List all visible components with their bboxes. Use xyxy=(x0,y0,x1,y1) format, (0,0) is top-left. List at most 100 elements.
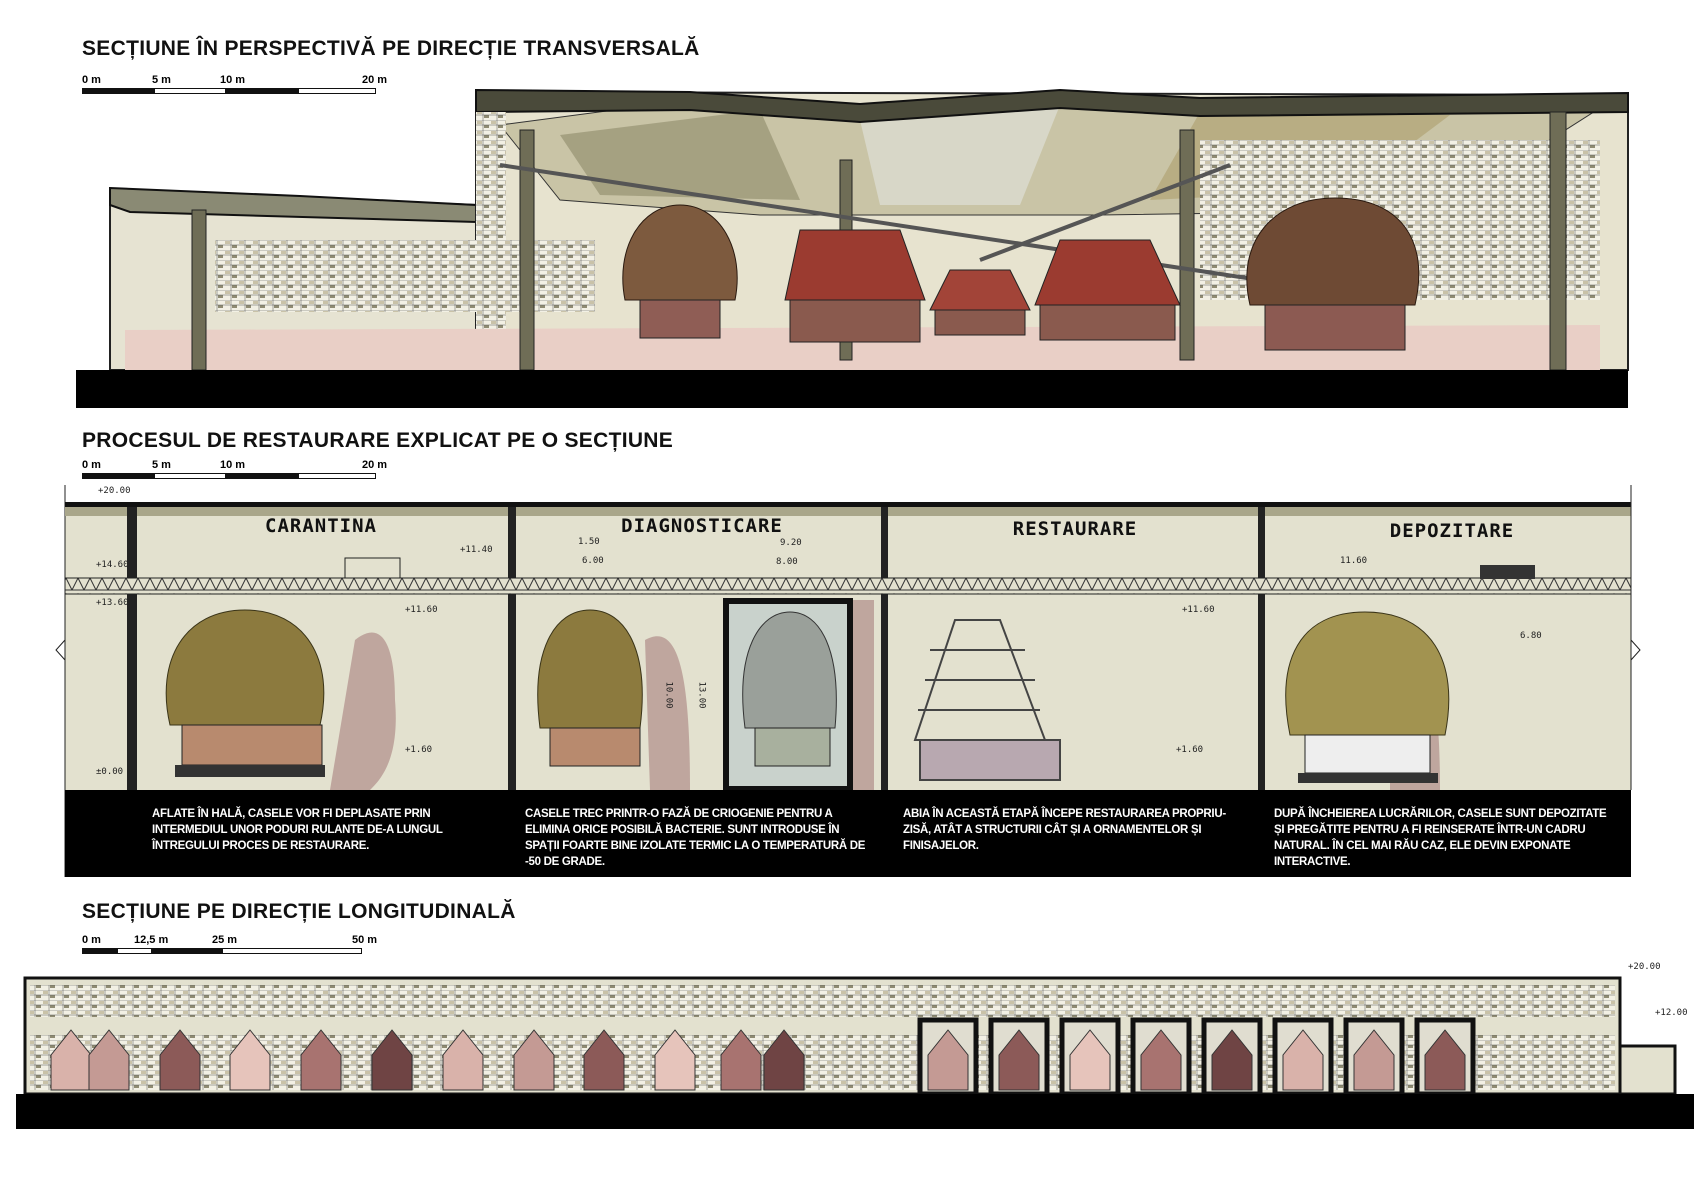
zone-description-diagnosticare: Casele trec printr-o fază de criogenie p… xyxy=(525,808,866,868)
level-mark: +14.60 xyxy=(96,560,129,570)
thatched-house xyxy=(622,204,738,339)
thatched-house-diagnosticare xyxy=(537,609,643,767)
dimension: 11.60 xyxy=(1340,556,1368,566)
section-title-longitudinal: SECȚIUNE PE DIRECȚIE LONGITUDINALĂ xyxy=(82,900,516,923)
annex xyxy=(1618,1044,1677,1096)
scale-label: 20 m xyxy=(362,459,388,471)
house-elevation xyxy=(229,1029,271,1091)
level-mark: +20.00 xyxy=(98,486,131,496)
ceiling-panel xyxy=(560,110,800,200)
level-mark: +11.40 xyxy=(460,545,493,555)
scale-bar-restoration: 0 m 5 m 10 m 20 m xyxy=(82,459,387,483)
scale-bar-longitudinal: 0 m 12,5 m 25 m 50 m xyxy=(82,934,402,958)
house-elevation xyxy=(513,1029,555,1091)
scale-segment xyxy=(298,473,376,479)
level-mark: +1.60 xyxy=(1176,745,1204,755)
house-elevation xyxy=(1424,1029,1466,1091)
thatched-house-depozitare xyxy=(1285,611,1450,783)
gantry-trolley-carantina xyxy=(344,557,401,579)
zone-label-depozitare: DEPOZITARE xyxy=(1389,520,1515,542)
scale-label: 50 m xyxy=(352,934,378,946)
zone-description-restaurare: Abia în această etapă începe restaurarea… xyxy=(903,808,1226,852)
floor xyxy=(125,325,1600,370)
zone-description-carantina: Aflate în hală, casele vor fi deplasate … xyxy=(152,808,443,852)
column-dividers xyxy=(127,507,1265,790)
house-elevation xyxy=(927,1029,969,1091)
roof-line xyxy=(65,502,1631,507)
transversal-section-drawing xyxy=(76,88,1629,408)
house-elevation xyxy=(998,1029,1040,1091)
scale-label: 0 m xyxy=(82,934,101,946)
house-elevation xyxy=(763,1029,805,1091)
base-slab xyxy=(76,370,1628,408)
dimension: 8.00 xyxy=(776,557,798,567)
scale-label: 0 m xyxy=(82,459,101,471)
base-slab xyxy=(16,1094,1694,1129)
dimension: 9.20 xyxy=(780,538,802,548)
zone-label-restaurare: RESTAURARE xyxy=(1012,518,1138,540)
scale-label: 10 m xyxy=(220,74,246,86)
longitudinal-houses xyxy=(50,1017,1476,1097)
house-elevation xyxy=(1353,1029,1395,1091)
house-elevation xyxy=(583,1029,625,1091)
section-title-restoration: PROCESUL DE RESTAURARE EXPLICAT PE O SEC… xyxy=(82,429,674,452)
dimension: 1.50 xyxy=(578,537,600,547)
right-break xyxy=(1630,485,1641,790)
zone-label-carantina: CARANTINA xyxy=(265,515,377,537)
thatched-house-carantina xyxy=(165,609,325,777)
dimension: 6.80 xyxy=(1520,631,1542,641)
level-mark: +13.60 xyxy=(96,598,129,608)
tiled-house xyxy=(929,269,1031,336)
scale-segment xyxy=(222,948,362,954)
house-elevation xyxy=(654,1029,696,1091)
zone-label-diagnosticare: DIAGNOSTICARE xyxy=(621,515,783,537)
scale-label: 5 m xyxy=(152,74,171,86)
house-elevation xyxy=(1282,1029,1324,1091)
house-elevation xyxy=(1069,1029,1111,1091)
house-elevation xyxy=(720,1029,762,1091)
level-mark: +20.00 xyxy=(1628,962,1661,972)
window-wall-left xyxy=(215,240,595,312)
house-elevation xyxy=(50,1029,92,1091)
restoration-section-drawing xyxy=(55,485,1641,877)
house-elevation xyxy=(300,1029,342,1091)
gantry-trolley-depozitare xyxy=(1480,565,1535,579)
roof-strip xyxy=(65,507,1631,516)
scaffolding-restauraree xyxy=(913,619,1061,781)
house-elevation xyxy=(442,1029,484,1091)
scale-segment xyxy=(82,473,154,479)
house-elevation xyxy=(1211,1029,1253,1091)
scale-segment xyxy=(154,88,226,94)
thatched-house-cryo xyxy=(742,611,837,767)
scale-segment xyxy=(152,948,222,954)
level-mark: +12.00 xyxy=(1655,1008,1688,1018)
dimension: 13.00 xyxy=(696,681,707,709)
house-elevation xyxy=(88,1029,130,1091)
scale-label: 10 m xyxy=(220,459,246,471)
left-break xyxy=(55,485,66,877)
thatched-house xyxy=(1246,197,1420,351)
scale-label: 5 m xyxy=(152,459,171,471)
scale-segment xyxy=(298,88,376,94)
house-elevation xyxy=(159,1029,201,1091)
tiled-house xyxy=(784,229,926,343)
scale-segment xyxy=(82,88,154,94)
window-wall-upper xyxy=(476,112,506,370)
section-title-transversal: SECȚIUNE ÎN PERSPECTIVĂ PE DIRECȚIE TRAN… xyxy=(82,37,700,60)
scale-label: 20 m xyxy=(362,74,388,86)
dimension: 10.00 xyxy=(663,681,674,709)
house-elevation xyxy=(1140,1029,1182,1091)
scale-label: 0 m xyxy=(82,74,101,86)
longitudinal-section-drawing xyxy=(16,976,1694,1129)
scale-segment xyxy=(82,948,117,954)
level-mark: +1.60 xyxy=(405,745,433,755)
house-elevation xyxy=(371,1029,413,1091)
level-mark: +11.60 xyxy=(405,605,438,615)
level-mark: ±0.00 xyxy=(96,767,124,777)
main-hall-roof xyxy=(475,88,1629,124)
level-mark: +11.60 xyxy=(1182,605,1215,615)
scale-segment xyxy=(117,948,152,954)
scale-segment xyxy=(154,473,226,479)
zone-description-depozitare: După încheierea lucrărilor, casele sunt … xyxy=(1274,808,1607,868)
